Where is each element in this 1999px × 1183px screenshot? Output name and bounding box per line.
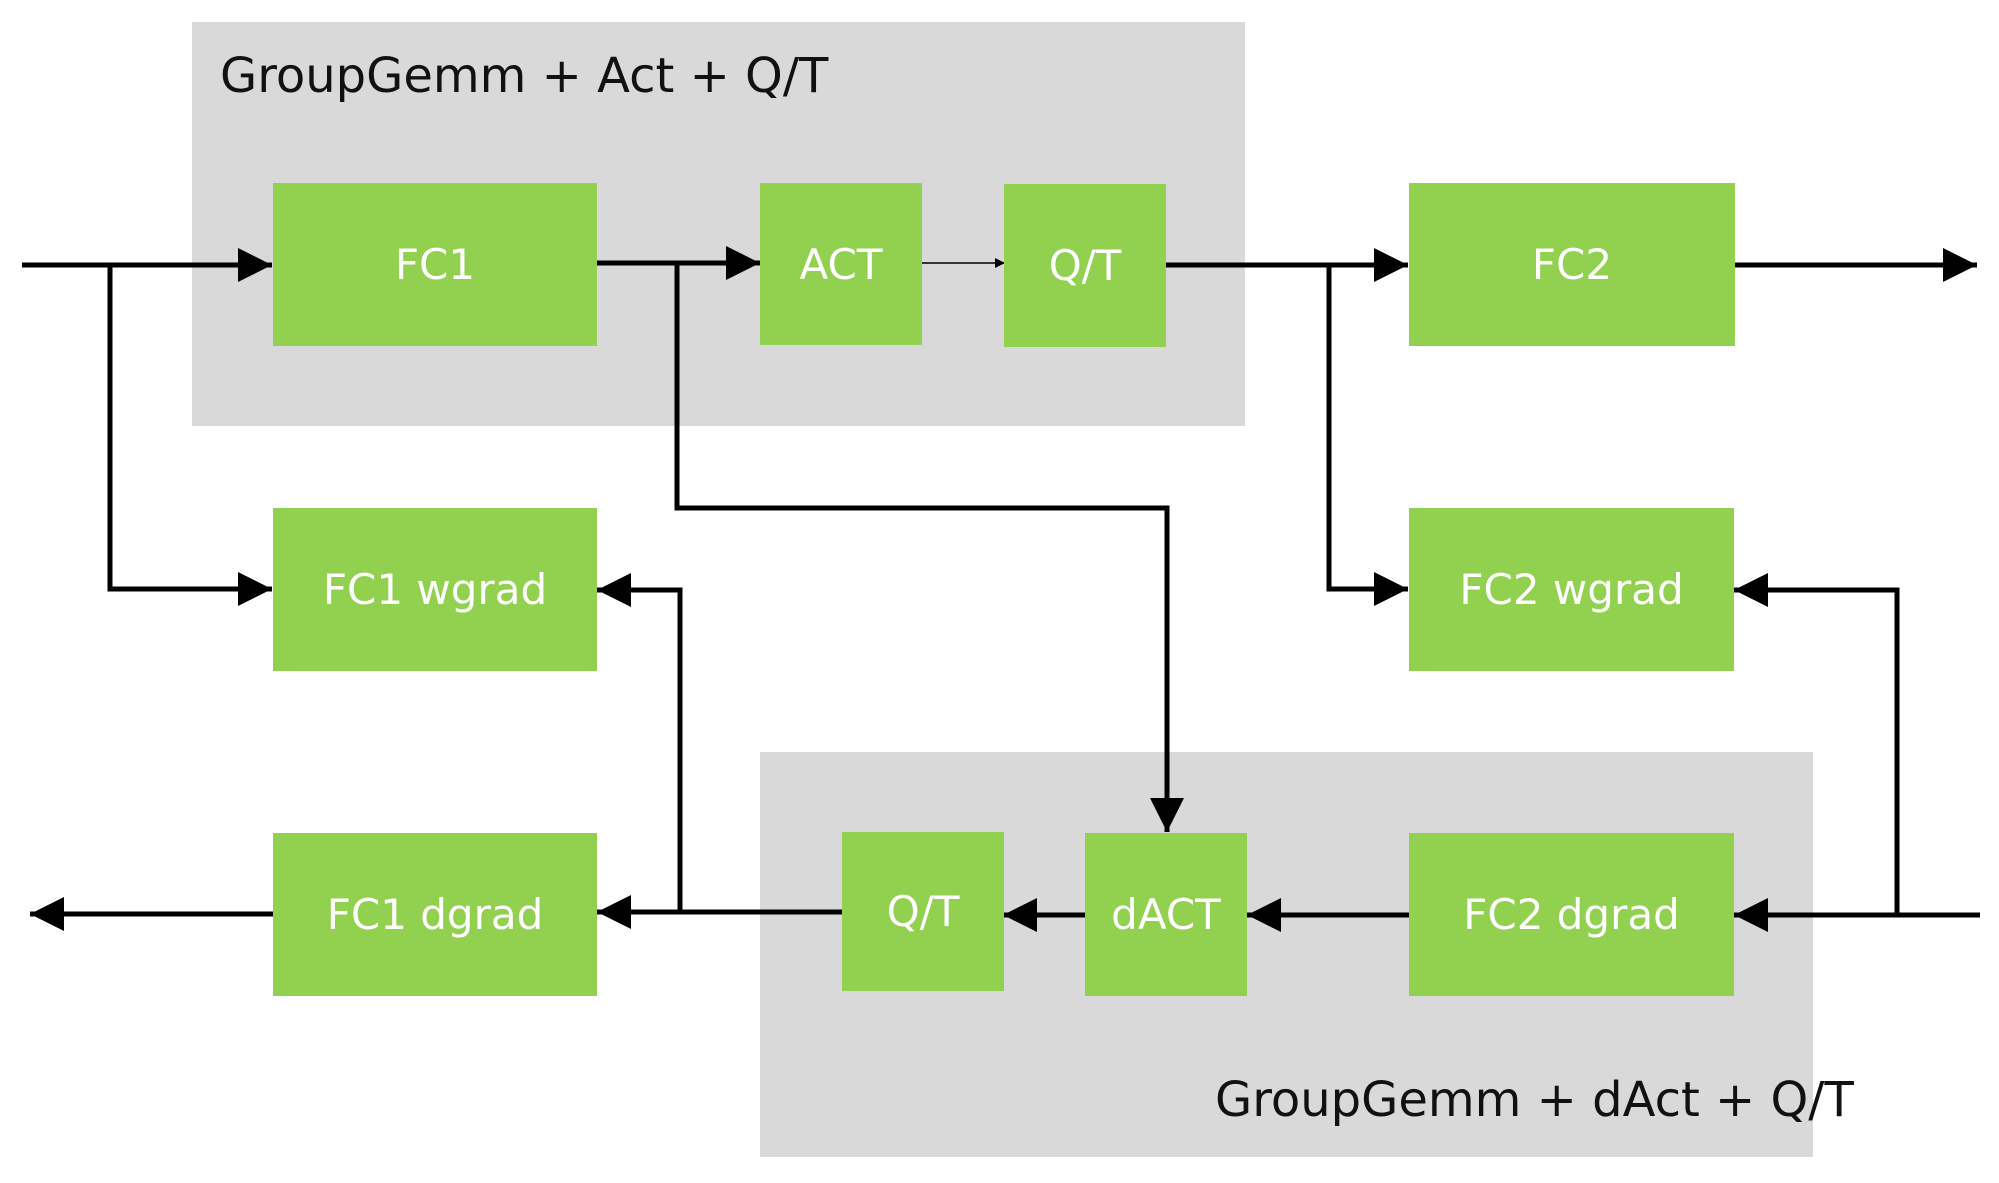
qt-backward-block: Q/T: [842, 832, 1004, 991]
qt-forward-block: Q/T: [1004, 184, 1166, 347]
fc2-wgrad-block: FC2 wgrad: [1409, 508, 1734, 671]
forward-group-label: GroupGemm + Act + Q/T: [220, 48, 829, 104]
fc1-wgrad-block: FC1 wgrad: [273, 508, 597, 671]
arrow-input-fc1-wgrad: [107, 265, 272, 606]
fc1-dgrad-block: FC1 dgrad: [273, 833, 597, 996]
arrow-grad-fc2-wgrad: [1734, 573, 1900, 915]
backward-group-label: GroupGemm + dAct + Q/T: [1215, 1072, 1854, 1128]
act-block: ACT: [760, 183, 922, 345]
fc2-dgrad-block: FC2 dgrad: [1409, 833, 1734, 996]
arrow-qt-fc1-wgrad: [597, 573, 683, 912]
arrow-qt-fc2-wgrad: [1326, 265, 1408, 606]
dact-block: dACT: [1085, 833, 1247, 996]
fc1-block: FC1: [273, 183, 597, 346]
arrow-fc1-dact: [674, 263, 1184, 832]
fc2-block: FC2: [1409, 183, 1735, 346]
